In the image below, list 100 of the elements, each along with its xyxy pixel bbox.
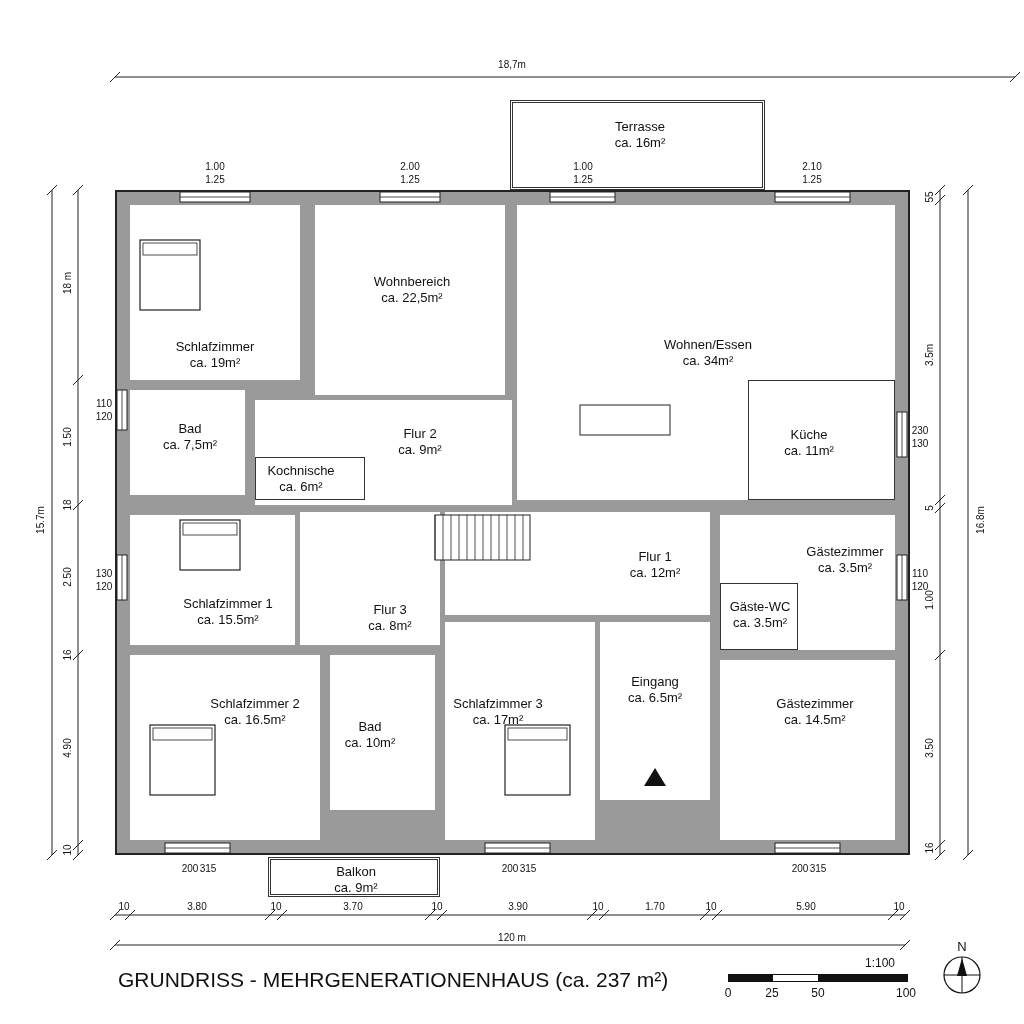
room-area: ca. 6m² bbox=[267, 479, 335, 495]
room-name: Flur 1 bbox=[637, 549, 673, 565]
dimension-label: 1.70 bbox=[645, 900, 665, 912]
dimension-label: 16 bbox=[923, 842, 935, 854]
dimension-label: 110 bbox=[96, 397, 112, 409]
dimension-label: 2.00 bbox=[400, 160, 420, 172]
room-area: ca. 9m² bbox=[398, 442, 442, 458]
dimension-label: 15.7m bbox=[34, 506, 46, 534]
dimension-label: 3.90 bbox=[508, 900, 528, 912]
room-area: ca. 6.5m² bbox=[627, 690, 683, 706]
dimension-label: 18 m bbox=[61, 271, 73, 295]
dimension-label: 1.00 bbox=[923, 590, 935, 610]
room-floor bbox=[748, 380, 895, 500]
dimension-label: 2.10 bbox=[802, 160, 822, 172]
dimension-label: 200 bbox=[501, 862, 519, 874]
room-name: Schlafzimmer 3 bbox=[453, 696, 543, 712]
room-name: Küche bbox=[789, 427, 829, 443]
dimension-label: 10 bbox=[893, 900, 905, 912]
dimension-label: 18 bbox=[61, 499, 73, 511]
scale-tick-label: 25 bbox=[765, 987, 779, 999]
room-floor bbox=[130, 390, 245, 495]
room-area: ca. 22,5m² bbox=[373, 290, 451, 306]
room-name: Balkon bbox=[335, 864, 377, 880]
dimension-label: 315 bbox=[519, 862, 537, 874]
dimension-label: 1.00 bbox=[573, 160, 593, 172]
room-name: Bad bbox=[357, 719, 383, 735]
room-area: ca. 19m² bbox=[175, 355, 255, 371]
dimension-label: 55 bbox=[923, 191, 935, 203]
room-area: ca. 17m² bbox=[453, 712, 543, 728]
dimension-label: 130 bbox=[911, 437, 929, 449]
room-name: Bad bbox=[177, 421, 203, 437]
room-name: Terrasse bbox=[614, 119, 666, 135]
dimension-label: 10 bbox=[592, 900, 604, 912]
room-floor bbox=[720, 583, 798, 650]
room-floor bbox=[255, 400, 512, 505]
dimension-label: 1.25 bbox=[400, 173, 420, 185]
dimension-label: 10 bbox=[431, 900, 443, 912]
dimension-label: 3.80 bbox=[187, 900, 207, 912]
dimension-label: 120 bbox=[95, 580, 113, 592]
dimension-label: 120 m bbox=[498, 931, 526, 943]
dimension-label: 120 bbox=[95, 410, 113, 422]
dimension-label: 200 bbox=[791, 862, 809, 874]
room-name: Flur 3 bbox=[372, 602, 408, 618]
scale-tick-label: 50 bbox=[811, 987, 825, 999]
room-area: ca. 34m² bbox=[664, 353, 752, 369]
dimension-label: 18,7m bbox=[498, 58, 526, 70]
room-floor bbox=[315, 205, 505, 395]
room-area: ca. 7,5m² bbox=[162, 437, 218, 453]
dimension-label: 230 bbox=[911, 424, 929, 436]
dimension-label: 1.00 bbox=[205, 160, 225, 172]
scale-label: 1:100 bbox=[865, 957, 895, 969]
room-floor bbox=[330, 655, 435, 810]
room-name: Schlafzimmer 2 bbox=[210, 696, 300, 712]
room-area: ca. 10m² bbox=[344, 735, 396, 751]
room-area: ca. 12m² bbox=[629, 565, 681, 581]
room-floor bbox=[300, 512, 440, 645]
dimension-label: 130 bbox=[95, 567, 113, 579]
scale-tick-label: 100 bbox=[896, 987, 916, 999]
room-name: Flur 2 bbox=[402, 426, 438, 442]
dimension-label: 1.25 bbox=[205, 173, 225, 185]
dimension-label: 3.50 bbox=[923, 738, 935, 758]
dimension-label: 10 bbox=[705, 900, 717, 912]
dimension-label: 315 bbox=[809, 862, 827, 874]
room-name: Kochnische bbox=[267, 463, 335, 479]
terrace-outline bbox=[510, 100, 765, 190]
dimension-label: 1.25 bbox=[573, 173, 593, 185]
dimension-label: 1.50 bbox=[61, 427, 73, 447]
room-name: Schlafzimmer 1 bbox=[183, 596, 273, 612]
room-name: Gästezimmer bbox=[806, 544, 884, 560]
dimension-label: 16 bbox=[61, 649, 73, 661]
room-name: Schlafzimmer bbox=[175, 339, 255, 355]
room-area: ca. 11m² bbox=[784, 443, 834, 459]
room-floor bbox=[720, 660, 895, 840]
dimension-label: 5 bbox=[923, 505, 935, 511]
room-area: ca. 8m² bbox=[368, 618, 412, 634]
dimension-label: 3.5m bbox=[923, 343, 935, 367]
dimension-label: 16.8m bbox=[974, 506, 986, 534]
room-area: ca. 3.5m² bbox=[729, 615, 791, 631]
room-area: ca. 16m² bbox=[614, 135, 666, 151]
north-label: N bbox=[957, 940, 967, 952]
room-floor bbox=[517, 205, 895, 500]
room-area: ca. 14.5m² bbox=[776, 712, 854, 728]
dimension-label: 10 bbox=[118, 900, 130, 912]
dimension-label: 4.90 bbox=[61, 738, 73, 758]
room-name: Gästezimmer bbox=[776, 696, 854, 712]
room-floor bbox=[600, 622, 710, 800]
room-area: ca. 15.5m² bbox=[183, 612, 273, 628]
dimension-label: 200 bbox=[181, 862, 199, 874]
dimension-label: 315 bbox=[199, 862, 217, 874]
dimension-label: 10 bbox=[61, 844, 73, 856]
room-floor bbox=[720, 515, 895, 650]
room-name: Eingang bbox=[630, 674, 680, 690]
room-area: ca. 9m² bbox=[334, 880, 378, 896]
dimension-label: 110 bbox=[912, 567, 928, 579]
balcony-outline bbox=[268, 857, 440, 897]
room-name: Wohnbereich bbox=[373, 274, 451, 290]
dimension-label: 1.25 bbox=[802, 173, 822, 185]
room-floor bbox=[255, 457, 365, 500]
room-area: ca. 3.5m² bbox=[806, 560, 884, 576]
drawing-title: GRUNDRISS - MEHRGENERATIONENHAUS (ca. 237 m²) bbox=[118, 968, 669, 992]
